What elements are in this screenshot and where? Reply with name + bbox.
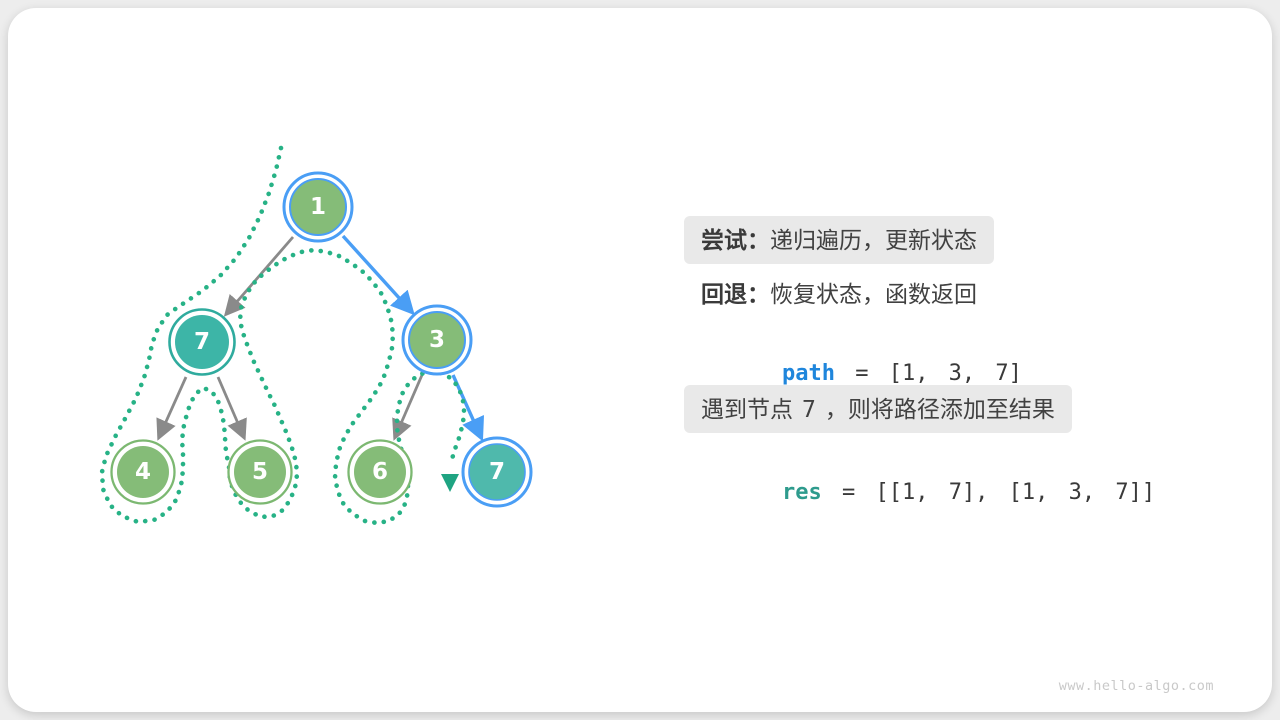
path-variable-value: = [1, 3, 7] bbox=[834, 361, 1022, 386]
res-variable-line: res = [[1, 7], [1, 3, 7]] bbox=[701, 448, 1155, 505]
edge-3-to-6 bbox=[392, 374, 424, 441]
record-note-box: 遇到节点 7 ，则将路径添加至结果 bbox=[684, 385, 1072, 433]
tree-node-5: 5 bbox=[227, 439, 293, 505]
record-note-node-number: 7 bbox=[802, 397, 816, 423]
node-1-value: 1 bbox=[310, 194, 326, 220]
tree-node-7-right: 7 bbox=[461, 436, 533, 508]
path-variable-line: path = [1, 3, 7] bbox=[701, 329, 1022, 386]
record-note-suffix: ，则将路径添加至结果 bbox=[824, 396, 1055, 422]
backtrack-label: 回退： bbox=[701, 281, 770, 307]
node-4-value: 4 bbox=[135, 459, 151, 485]
node-5-value: 5 bbox=[252, 459, 268, 485]
try-text: 递归遍历，更新状态 bbox=[770, 227, 977, 253]
res-variable-value: = [[1, 7], [1, 3, 7]] bbox=[821, 480, 1156, 505]
tree-node-3: 3 bbox=[401, 304, 473, 376]
edge-7-left-to-4 bbox=[156, 376, 188, 441]
tree-node-6: 6 bbox=[347, 439, 413, 505]
node-7-right-value: 7 bbox=[489, 459, 505, 485]
node-7-left-value: 7 bbox=[194, 329, 210, 355]
tree-edges bbox=[156, 234, 485, 442]
backtrack-text: 恢复状态，函数返回 bbox=[770, 281, 977, 307]
res-variable-name: res bbox=[781, 480, 822, 505]
tree-node-1: 1 bbox=[282, 171, 354, 243]
try-note-box: 尝试：递归遍历，更新状态 bbox=[684, 216, 994, 264]
try-label: 尝试： bbox=[701, 227, 770, 253]
tree-node-4: 4 bbox=[110, 439, 176, 505]
node-3-value: 3 bbox=[429, 327, 445, 353]
edge-1-to-3-highlighted bbox=[341, 234, 415, 316]
record-note-prefix: 遇到节点 bbox=[701, 396, 793, 422]
traversal-arrow-icon bbox=[441, 474, 459, 492]
edge-7-left-to-5 bbox=[216, 376, 247, 441]
node-6-value: 6 bbox=[372, 459, 388, 485]
path-variable-name: path bbox=[781, 361, 835, 386]
backtrack-line: 回退：恢复状态，函数返回 bbox=[701, 279, 977, 309]
tree-node-7-left: 7 bbox=[168, 308, 236, 376]
watermark: www.hello-algo.com bbox=[1058, 678, 1214, 694]
